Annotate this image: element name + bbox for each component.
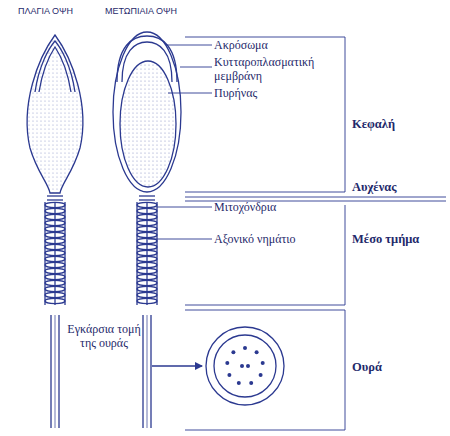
mitochondrion-coil — [137, 256, 157, 261]
region-bracket — [185, 37, 345, 38]
neck-line — [47, 195, 63, 196]
mitochondrion-coil — [45, 256, 65, 261]
mitochondrion-coil — [137, 262, 157, 267]
tail-line — [58, 315, 59, 428]
microtubule-dot — [243, 346, 247, 350]
mitochondrion-coil — [45, 202, 65, 207]
part-label: Ακρόσωμα — [214, 38, 334, 52]
microtubule-dot — [225, 361, 229, 365]
tail-line — [150, 315, 151, 428]
section-arrow — [152, 365, 202, 366]
mitochondrion-coil — [137, 202, 157, 207]
mitochondrion-coil — [45, 280, 65, 285]
tail-line — [50, 315, 51, 428]
mitochondrion-coil — [45, 274, 65, 279]
mitochondrion-coil — [137, 244, 157, 249]
region-bracket — [185, 430, 345, 431]
region-bracket — [345, 310, 346, 430]
frontal-acrosome — [117, 36, 177, 82]
region-bracket — [185, 310, 345, 311]
section-label: Εγκάρσια τομή της ουράς — [58, 322, 150, 350]
cross-section-outer — [206, 327, 284, 405]
mitochondrion-coil — [45, 220, 65, 225]
region-label: Αυχένας — [352, 180, 447, 194]
microtubule-dot — [237, 381, 241, 385]
microtubule-dot — [246, 364, 250, 368]
region-label: Μέσο τμήμα — [352, 232, 447, 246]
mitochondrion-coil — [137, 226, 157, 231]
mitochondrion-coil — [45, 214, 65, 219]
mitochondrion-coil — [137, 298, 157, 303]
mitochondrion-coil — [137, 232, 157, 237]
mitochondrion-coil — [45, 268, 65, 273]
mitochondria-helix — [45, 202, 157, 303]
mitochondrion-coil — [45, 244, 65, 249]
frontal-acrosome — [122, 42, 172, 82]
region-bracket — [345, 37, 346, 192]
mitochondrion-coil — [137, 280, 157, 285]
mitochondrion-coil — [137, 220, 157, 225]
mitochondrion-coil — [45, 250, 65, 255]
neck-line — [47, 199, 63, 200]
region-bracket — [185, 192, 345, 193]
axial-filament — [146, 202, 147, 305]
mitochondrion-coil — [45, 262, 65, 267]
view-label: ΠΛΑΓΙΑ ΟΨΗ — [18, 6, 98, 16]
leader-line — [157, 207, 212, 208]
leader-line — [148, 239, 212, 240]
mitochondrion-coil — [45, 238, 65, 243]
mitochondrion-coil — [45, 298, 65, 303]
microtubule-dot — [255, 350, 259, 354]
mitochondrion-coil — [137, 250, 157, 255]
neck-line — [139, 195, 155, 196]
tail-line — [142, 315, 143, 428]
lateral-acrosome — [35, 41, 75, 92]
mitochondrion-coil — [137, 214, 157, 219]
microtubule-dot — [249, 381, 253, 385]
region-label: Κεφαλή — [352, 117, 447, 131]
tail-axis — [55, 315, 56, 428]
leader-line — [166, 45, 212, 46]
neck-band — [185, 197, 446, 198]
axial-filament — [54, 202, 55, 305]
view-label: ΜΕΤΩΠΙΑΙΑ ΟΨΗ — [105, 6, 205, 16]
microtubule-dots — [225, 346, 264, 385]
mitochondrion-coil — [45, 226, 65, 231]
leader-line — [180, 67, 212, 68]
part-label: Πυρήνας — [214, 86, 334, 100]
microtubule-dot — [261, 361, 265, 365]
leader-line — [168, 93, 212, 94]
mitochondrion-coil — [45, 232, 65, 237]
lateral-head — [27, 35, 83, 193]
mitochondrion-coil — [137, 274, 157, 279]
mitochondrion-coil — [45, 286, 65, 291]
microtubule-dot — [259, 373, 263, 377]
tail-axis — [147, 315, 148, 428]
lateral-acrosome — [39, 47, 71, 92]
frontal-nucleus — [120, 61, 176, 187]
neck-line — [139, 199, 155, 200]
mitochondrion-coil — [137, 268, 157, 273]
microtubule-dot — [231, 350, 235, 354]
mitochondrion-coil — [45, 292, 65, 297]
region-bracket — [345, 205, 346, 305]
mitochondrion-coil — [137, 286, 157, 291]
mitochondrion-coil — [45, 208, 65, 213]
microtubule-dot — [227, 373, 231, 377]
mitochondrion-coil — [137, 292, 157, 297]
mitochondrion-coil — [137, 208, 157, 213]
cross-section-inner — [214, 335, 276, 397]
part-label: Αξονικό νημάτιο — [214, 232, 339, 246]
part-label: Μιτοχόνδρια — [214, 200, 334, 214]
frontal-head — [113, 32, 181, 192]
microtubule-dot — [240, 364, 244, 368]
region-label: Ουρά — [352, 360, 447, 374]
region-bracket — [185, 305, 345, 306]
part-label: Κυτταροπλασματική μεμβράνη — [214, 55, 326, 83]
